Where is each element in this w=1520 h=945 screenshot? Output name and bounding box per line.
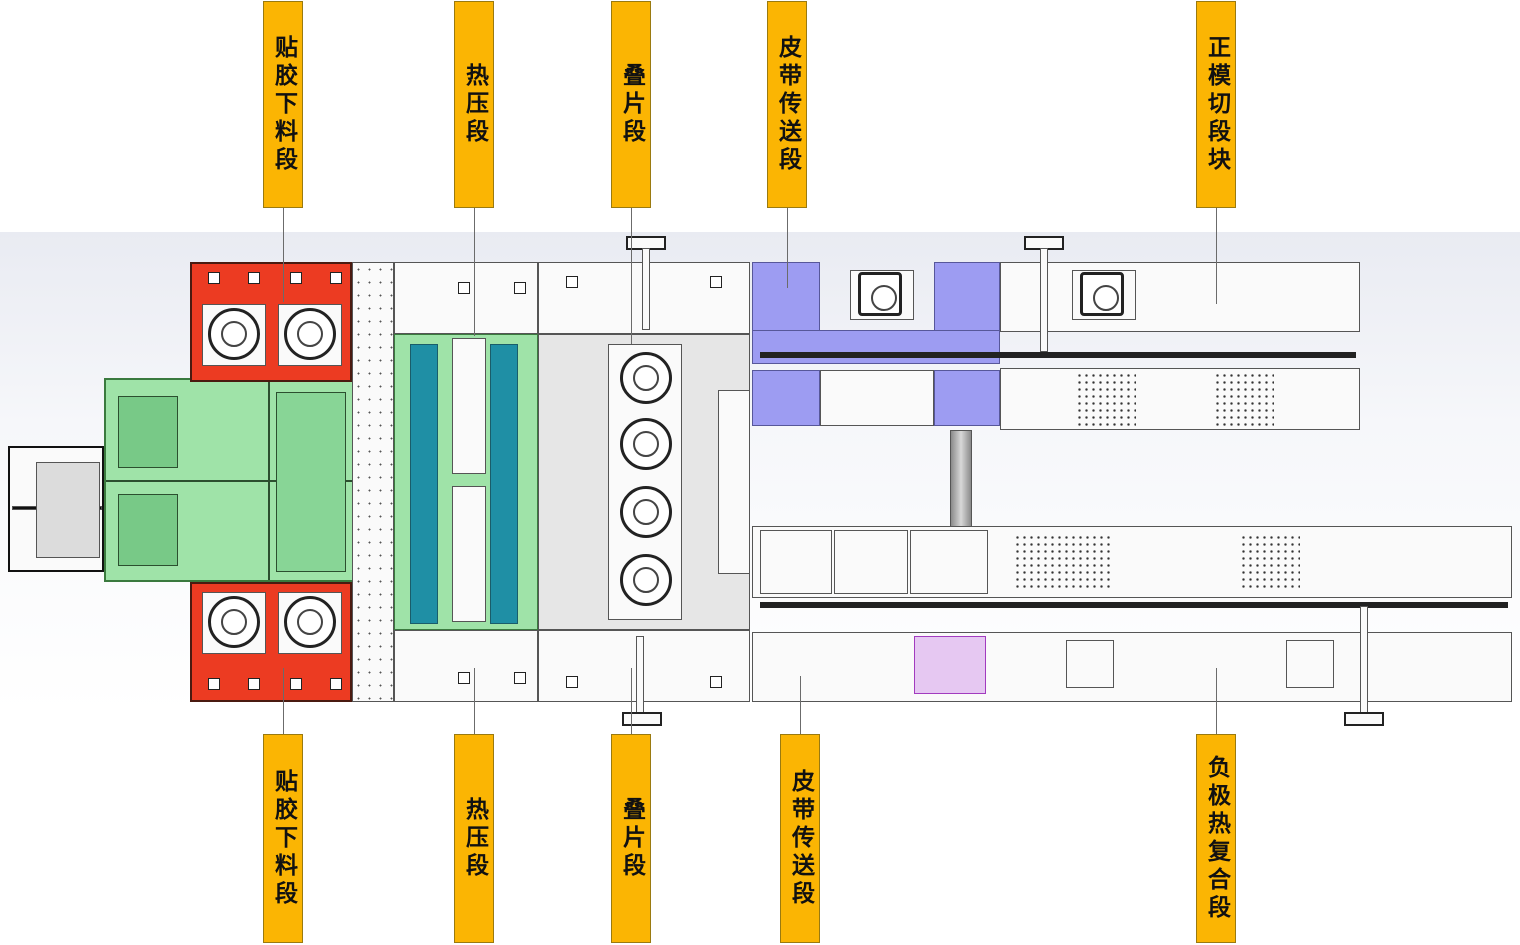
leader-line: [631, 208, 632, 344]
stacking-bottom-clamp: [622, 712, 662, 726]
composite-window: [1066, 640, 1114, 688]
belt-lower-panel: [820, 370, 934, 426]
leader-line: [800, 676, 801, 734]
hot-press-top-sq-1: [458, 282, 470, 294]
stacking-side-box: [718, 390, 750, 574]
hot-press-roller-1: [410, 344, 438, 624]
die-cut-post: [1040, 248, 1048, 352]
fan-icon: [620, 418, 672, 470]
red-bottom-sq-2: [248, 678, 260, 690]
label-top-cathode-die-cut: 正模切段块: [1196, 1, 1236, 208]
belt-blue-2: [934, 262, 1000, 332]
stacking-top-sq-1: [566, 276, 578, 288]
composite-box-2: [834, 530, 908, 594]
vent-grille: [1076, 372, 1136, 426]
leader-line: [474, 208, 475, 336]
left-green-detail-1: [118, 396, 178, 468]
vent-grille: [1240, 534, 1300, 590]
red-top-sq-3: [290, 272, 302, 284]
red-bottom-sq-1: [208, 678, 220, 690]
composite-magenta-unit: [914, 636, 986, 694]
composite-box-4: [1286, 640, 1334, 688]
vent-grille: [1214, 372, 1274, 426]
die-cut-lower: [1000, 368, 1360, 430]
label-top-gluing-unloading: 贴胶下料段: [263, 1, 303, 208]
label-bottom-hot-press: 热压段: [454, 734, 494, 943]
label-bottom-anode-composite: 负极热复合段: [1196, 734, 1236, 943]
label-bottom-stacking: 叠片段: [611, 734, 651, 943]
stacking-bottom-post: [636, 636, 644, 714]
label-bottom-belt-transfer: 皮带传送段: [780, 734, 820, 943]
fan-icon: [284, 596, 336, 648]
left-green-divider-v: [268, 380, 270, 580]
hot-press-bottom-panel: [394, 630, 538, 702]
red-bottom-sq-4: [330, 678, 342, 690]
composite-box-1: [760, 530, 832, 594]
fan-icon: [620, 554, 672, 606]
stacking-bottom-sq-2: [710, 676, 722, 688]
leader-line: [787, 208, 788, 288]
label-top-stacking: 叠片段: [611, 1, 651, 208]
hot-press-frame-2: [452, 486, 486, 622]
hot-press-bottom-sq-2: [514, 672, 526, 684]
fan-icon: [284, 308, 336, 360]
fan-icon: [620, 486, 672, 538]
label-bottom-gluing-unloading: 贴胶下料段: [263, 734, 303, 943]
label-top-hot-press: 热压段: [454, 1, 494, 208]
composite-box-3: [910, 530, 988, 594]
stacking-top-sq-2: [710, 276, 722, 288]
vent-grille: [1014, 534, 1114, 590]
composite-lower: [752, 632, 1512, 702]
red-bottom-sq-3: [290, 678, 302, 690]
hot-press-top-panel: [394, 262, 538, 334]
belt-blue-3: [752, 330, 1000, 364]
top-conveyor-rail: [760, 352, 1356, 358]
belt-blue-1: [752, 262, 820, 332]
composite-post: [1360, 606, 1368, 714]
stacking-bottom-sq-1: [566, 676, 578, 688]
hot-press-frame-1: [452, 338, 486, 474]
bottom-conveyor-rail: [760, 602, 1508, 608]
fan-icon: [208, 596, 260, 648]
red-top-sq-4: [330, 272, 342, 284]
leader-line: [283, 668, 284, 734]
red-top-sq-2: [248, 272, 260, 284]
fan-icon: [858, 272, 902, 316]
speckled-column: [352, 262, 394, 702]
leader-line: [631, 668, 632, 734]
stacking-bottom-panel: [538, 630, 750, 702]
left-green-divider-h: [106, 480, 352, 482]
stacking-top-post: [642, 248, 650, 330]
belt-blue-5: [934, 370, 1000, 426]
hot-press-roller-2: [490, 344, 518, 624]
leader-line: [474, 668, 475, 734]
unloading-mechanism: [36, 462, 100, 558]
hot-press-bottom-sq-1: [458, 672, 470, 684]
left-green-detail-2: [118, 494, 178, 566]
leader-line: [1216, 668, 1217, 734]
label-top-belt-transfer: 皮带传送段: [767, 1, 807, 208]
fan-icon: [208, 308, 260, 360]
leader-line: [1216, 208, 1217, 304]
die-cut-upper: [1000, 262, 1360, 332]
fan-icon: [1080, 272, 1124, 316]
hot-press-top-sq-2: [514, 282, 526, 294]
fan-icon: [620, 352, 672, 404]
red-top-sq-1: [208, 272, 220, 284]
belt-blue-4: [752, 370, 820, 426]
leader-line: [283, 208, 284, 302]
composite-clamp: [1344, 712, 1384, 726]
left-green-detail-3: [276, 392, 346, 572]
